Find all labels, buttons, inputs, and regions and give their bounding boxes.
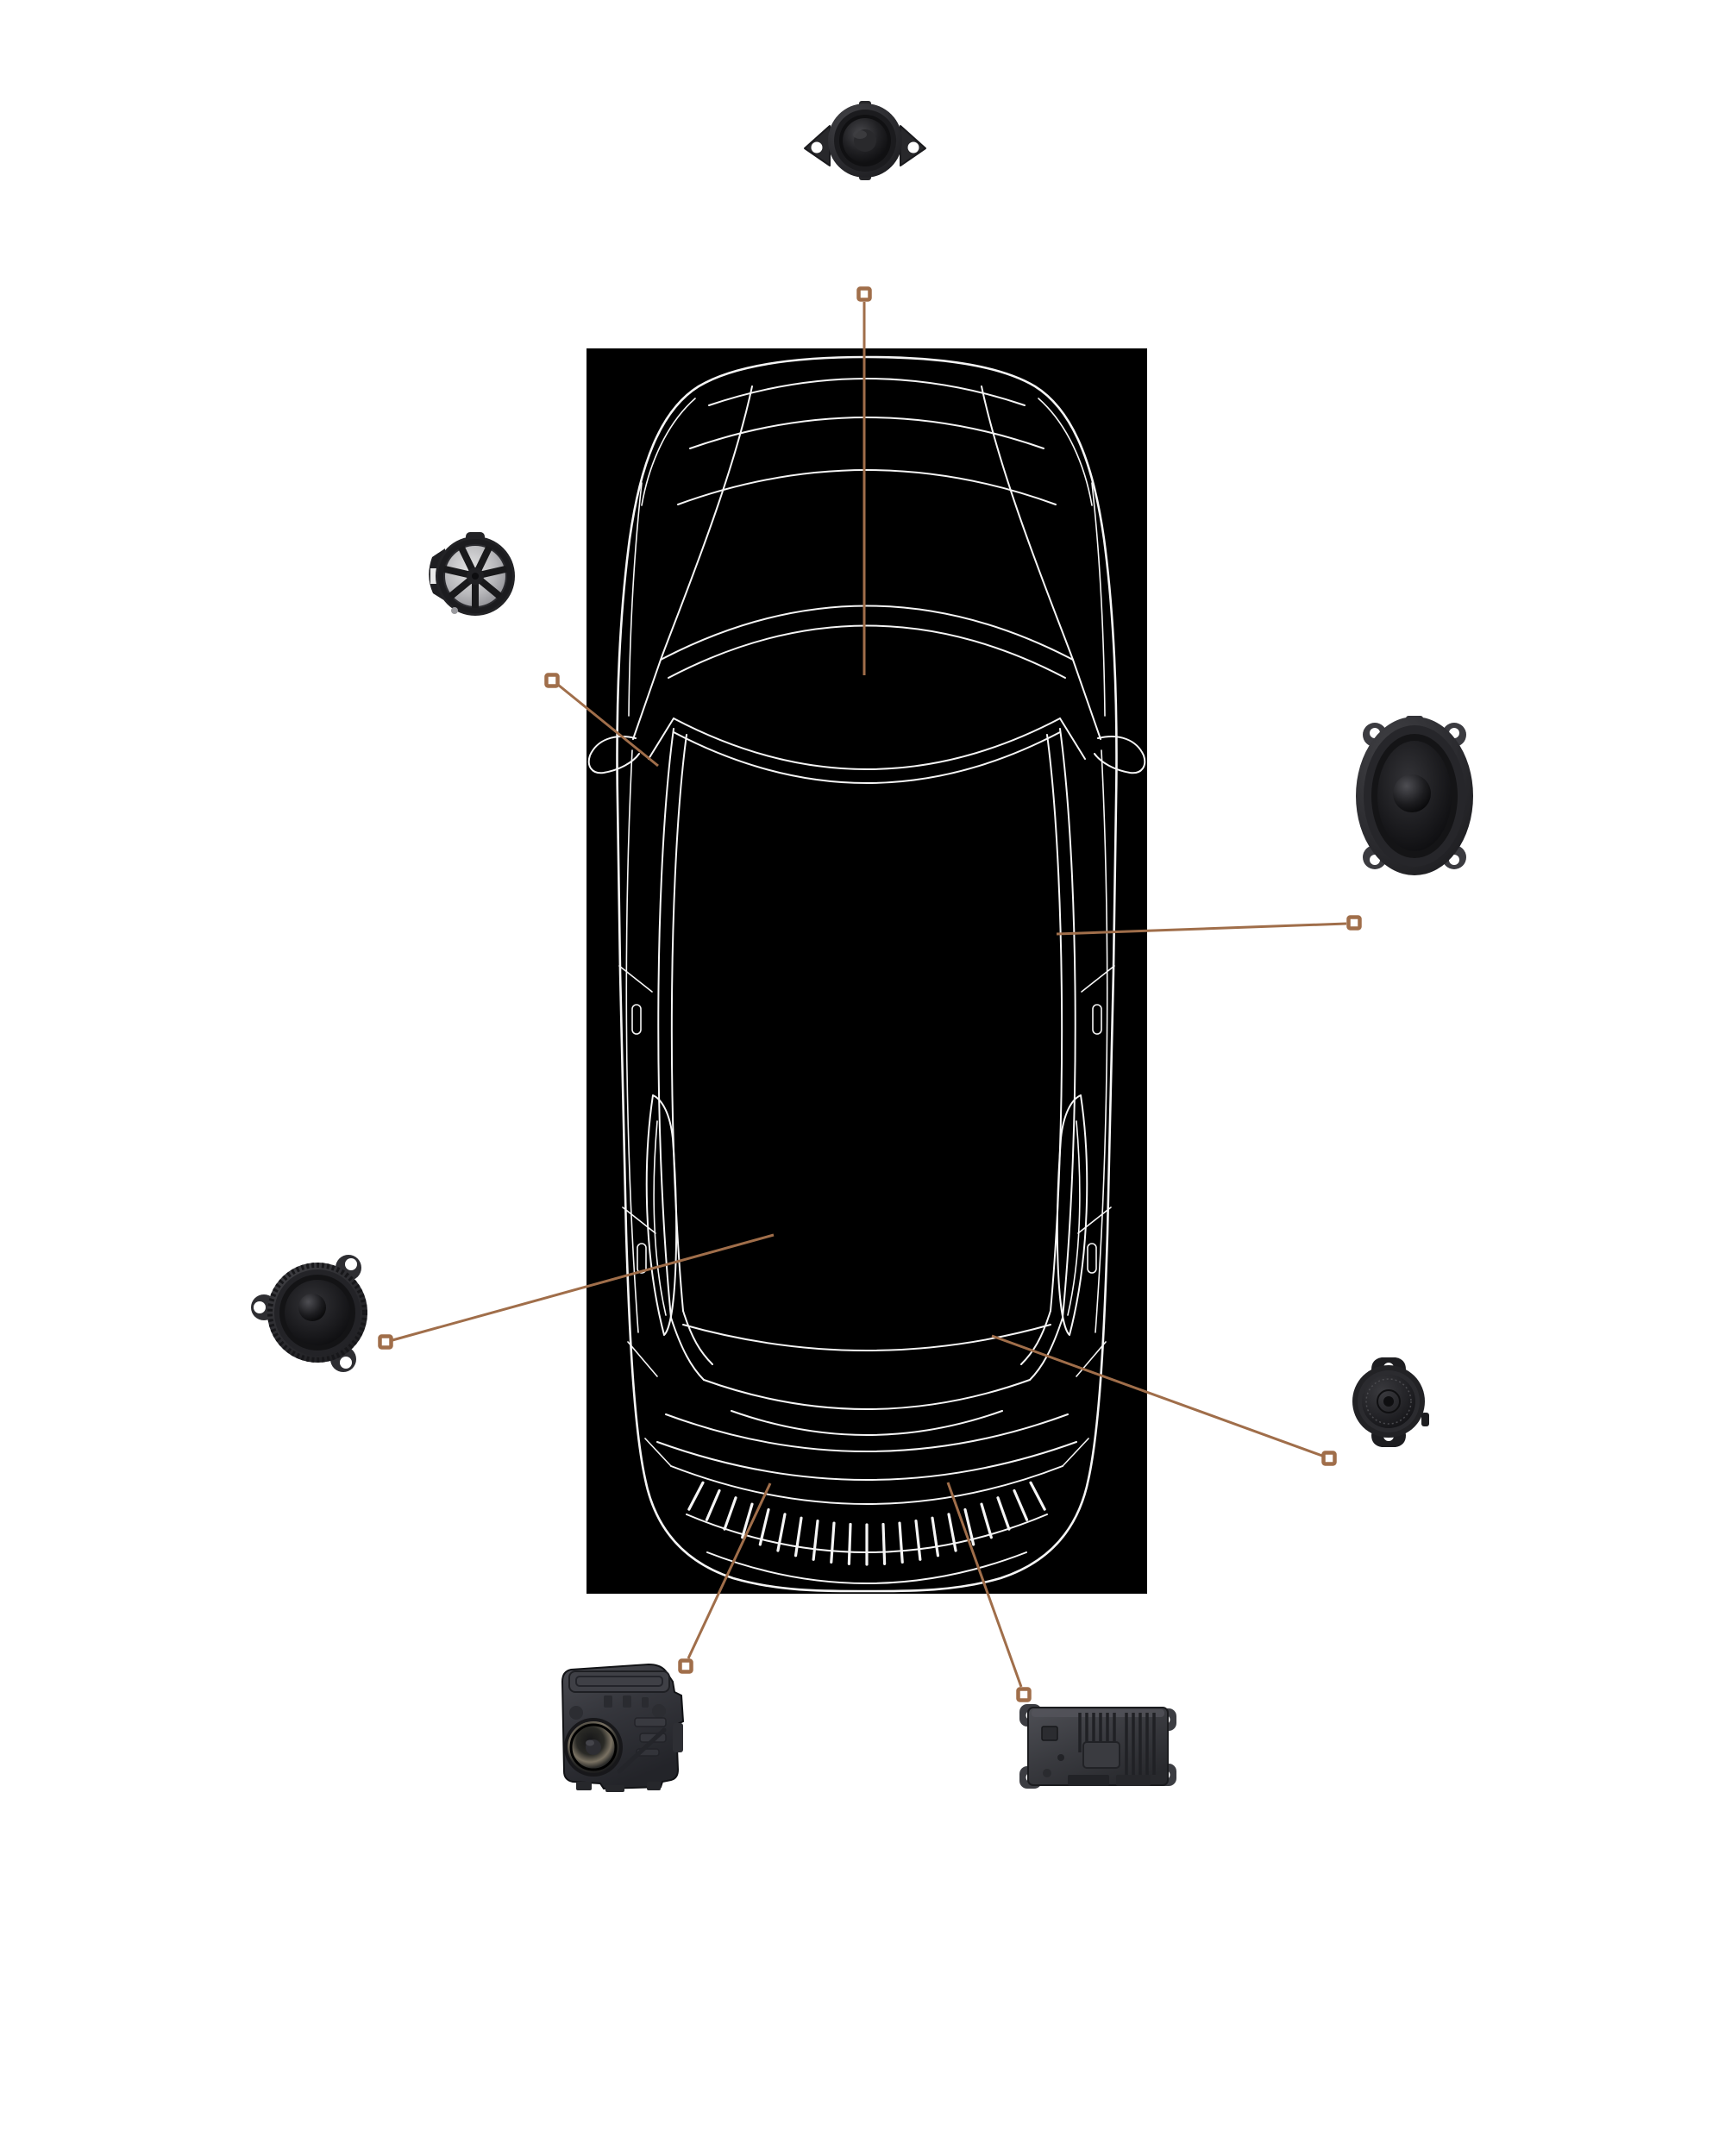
roof-rails [657, 728, 1076, 1319]
bumper-rib [914, 1520, 922, 1561]
subwoofer-enclosure[interactable] [561, 1663, 685, 1792]
windshield-top [673, 718, 1061, 784]
subwoofer-foot-3 [647, 1782, 661, 1790]
subwoofer-woofer-surround [569, 1723, 618, 1771]
rear-door-speaker[interactable] [1352, 1357, 1429, 1447]
subwoofer-foot-2 [605, 1785, 624, 1792]
bumper-rib [847, 1522, 852, 1565]
leader-marker-front-tweeter[interactable] [544, 673, 560, 688]
amplifier-top-highlight [1032, 1709, 1164, 1717]
dust-cap-highlight [853, 130, 867, 139]
windshield-cowl [660, 605, 1074, 679]
front-corner-lines [628, 398, 1106, 717]
bumper-rib [1013, 1489, 1029, 1521]
leader-line-subwoofer-enclosure [687, 1482, 772, 1659]
bumper-rib [776, 1513, 787, 1552]
amplifier-screw-1 [1057, 1754, 1064, 1761]
vehicle-top-view-line-art [587, 355, 1146, 1593]
subwoofer-brace [617, 1727, 667, 1774]
right-ear-hole [907, 141, 919, 154]
leader-line-front-tweeter [557, 683, 659, 768]
bumper-rib [931, 1516, 940, 1557]
rear-quarter-windows [645, 1094, 1088, 1336]
bumper-rib [996, 1496, 1011, 1531]
subwoofer-step-1 [634, 1717, 667, 1727]
subwoofer-top-rail [568, 1670, 670, 1693]
tweeter-hub-dot [472, 573, 479, 580]
vehicle-panel-background [586, 348, 1147, 1594]
door-seams [618, 965, 1115, 1377]
subwoofer-clip-3 [642, 1697, 649, 1708]
amplifier-port [1041, 1726, 1058, 1741]
roof-rear-edge [682, 1324, 1051, 1351]
rear-speaker-grille-texture [1365, 1378, 1412, 1425]
amplifier-center-plate [1082, 1741, 1120, 1769]
subwoofer-clip-1 [604, 1695, 612, 1708]
bumper-rib [898, 1521, 904, 1564]
amplifier-connector-2 [1116, 1775, 1151, 1786]
subwoofer-side-fin [673, 1723, 683, 1752]
leader-line-front-door-mid-speaker [392, 1233, 775, 1342]
leader-marker-subwoofer-enclosure[interactable] [678, 1658, 693, 1674]
leader-line-amplifier-module [946, 1482, 1023, 1688]
rear-quarter-window-accents [653, 1120, 1081, 1316]
bumper-rib [830, 1521, 836, 1564]
bumper-rib [881, 1522, 887, 1565]
bumper-rib [947, 1513, 957, 1552]
front-center-speaker[interactable] [804, 101, 926, 180]
amplifier-module[interactable] [1019, 1704, 1176, 1789]
subwoofer-clip-2 [623, 1695, 631, 1708]
rear-speaker-center [1383, 1396, 1394, 1407]
side-mirrors [587, 736, 1146, 774]
hood-crease-lines [660, 385, 1074, 661]
front-door-oval-speaker[interactable] [1356, 716, 1473, 875]
rear-speaker-side-clip [1421, 1413, 1429, 1426]
subwoofer-cap-highlight [586, 1739, 594, 1746]
subwoofer-foot-1 [576, 1782, 592, 1790]
front-door-mid-speaker[interactable] [251, 1255, 367, 1372]
subwoofer-boss-left [569, 1706, 583, 1720]
bumper-rib [794, 1516, 803, 1557]
d-pillars [670, 1310, 1063, 1381]
a-pillars [632, 659, 1101, 760]
mid-dome [298, 1294, 326, 1321]
leader-marker-front-door-mid-speaker[interactable] [378, 1334, 393, 1350]
front-tweeter[interactable] [429, 532, 515, 616]
oval-dome [1393, 774, 1431, 812]
rear-window [703, 1379, 1031, 1436]
bumper-rib [963, 1507, 975, 1546]
amplifier-screw-2 [1043, 1769, 1051, 1777]
leader-marker-front-center-speaker[interactable] [856, 286, 872, 302]
tweeter-bracket-slot [430, 568, 437, 584]
tailgate-lines [656, 1413, 1077, 1481]
amplifier-connector-1 [1068, 1775, 1109, 1786]
tweeter-outer-rim [438, 539, 512, 613]
bumper-rib [687, 1481, 705, 1511]
leader-line-front-door-oval-speaker [1056, 922, 1347, 936]
rear-bumper-ribs [687, 1481, 1046, 1566]
subwoofer-boss-right [652, 1704, 666, 1718]
leader-lines-layer [378, 286, 1362, 1702]
bumper-rib [723, 1496, 737, 1531]
car-body-outline [616, 355, 1118, 1593]
tweeter-screw [451, 607, 458, 614]
door-handles [631, 1004, 1102, 1274]
leader-marker-amplifier-module[interactable] [1016, 1687, 1032, 1702]
rear-speaker-inner-ring [1377, 1389, 1401, 1413]
bumper-rib [980, 1502, 993, 1539]
mid-knurled-rim [267, 1263, 367, 1363]
bumper-rib [758, 1507, 770, 1546]
leader-marker-rear-door-speaker[interactable] [1321, 1451, 1337, 1466]
taillight-seams [644, 1438, 1089, 1467]
leader-line-rear-door-speaker [991, 1334, 1323, 1457]
bumper-rib [741, 1502, 754, 1539]
left-ear-hole [811, 141, 823, 154]
subwoofer-top-rail-groove [575, 1676, 663, 1687]
bumper-rib [705, 1489, 721, 1521]
bumper-rib [1029, 1481, 1046, 1511]
bumper-rib [812, 1520, 819, 1561]
leader-marker-front-door-oval-speaker[interactable] [1346, 915, 1362, 931]
side-window-channels [625, 749, 1108, 1333]
